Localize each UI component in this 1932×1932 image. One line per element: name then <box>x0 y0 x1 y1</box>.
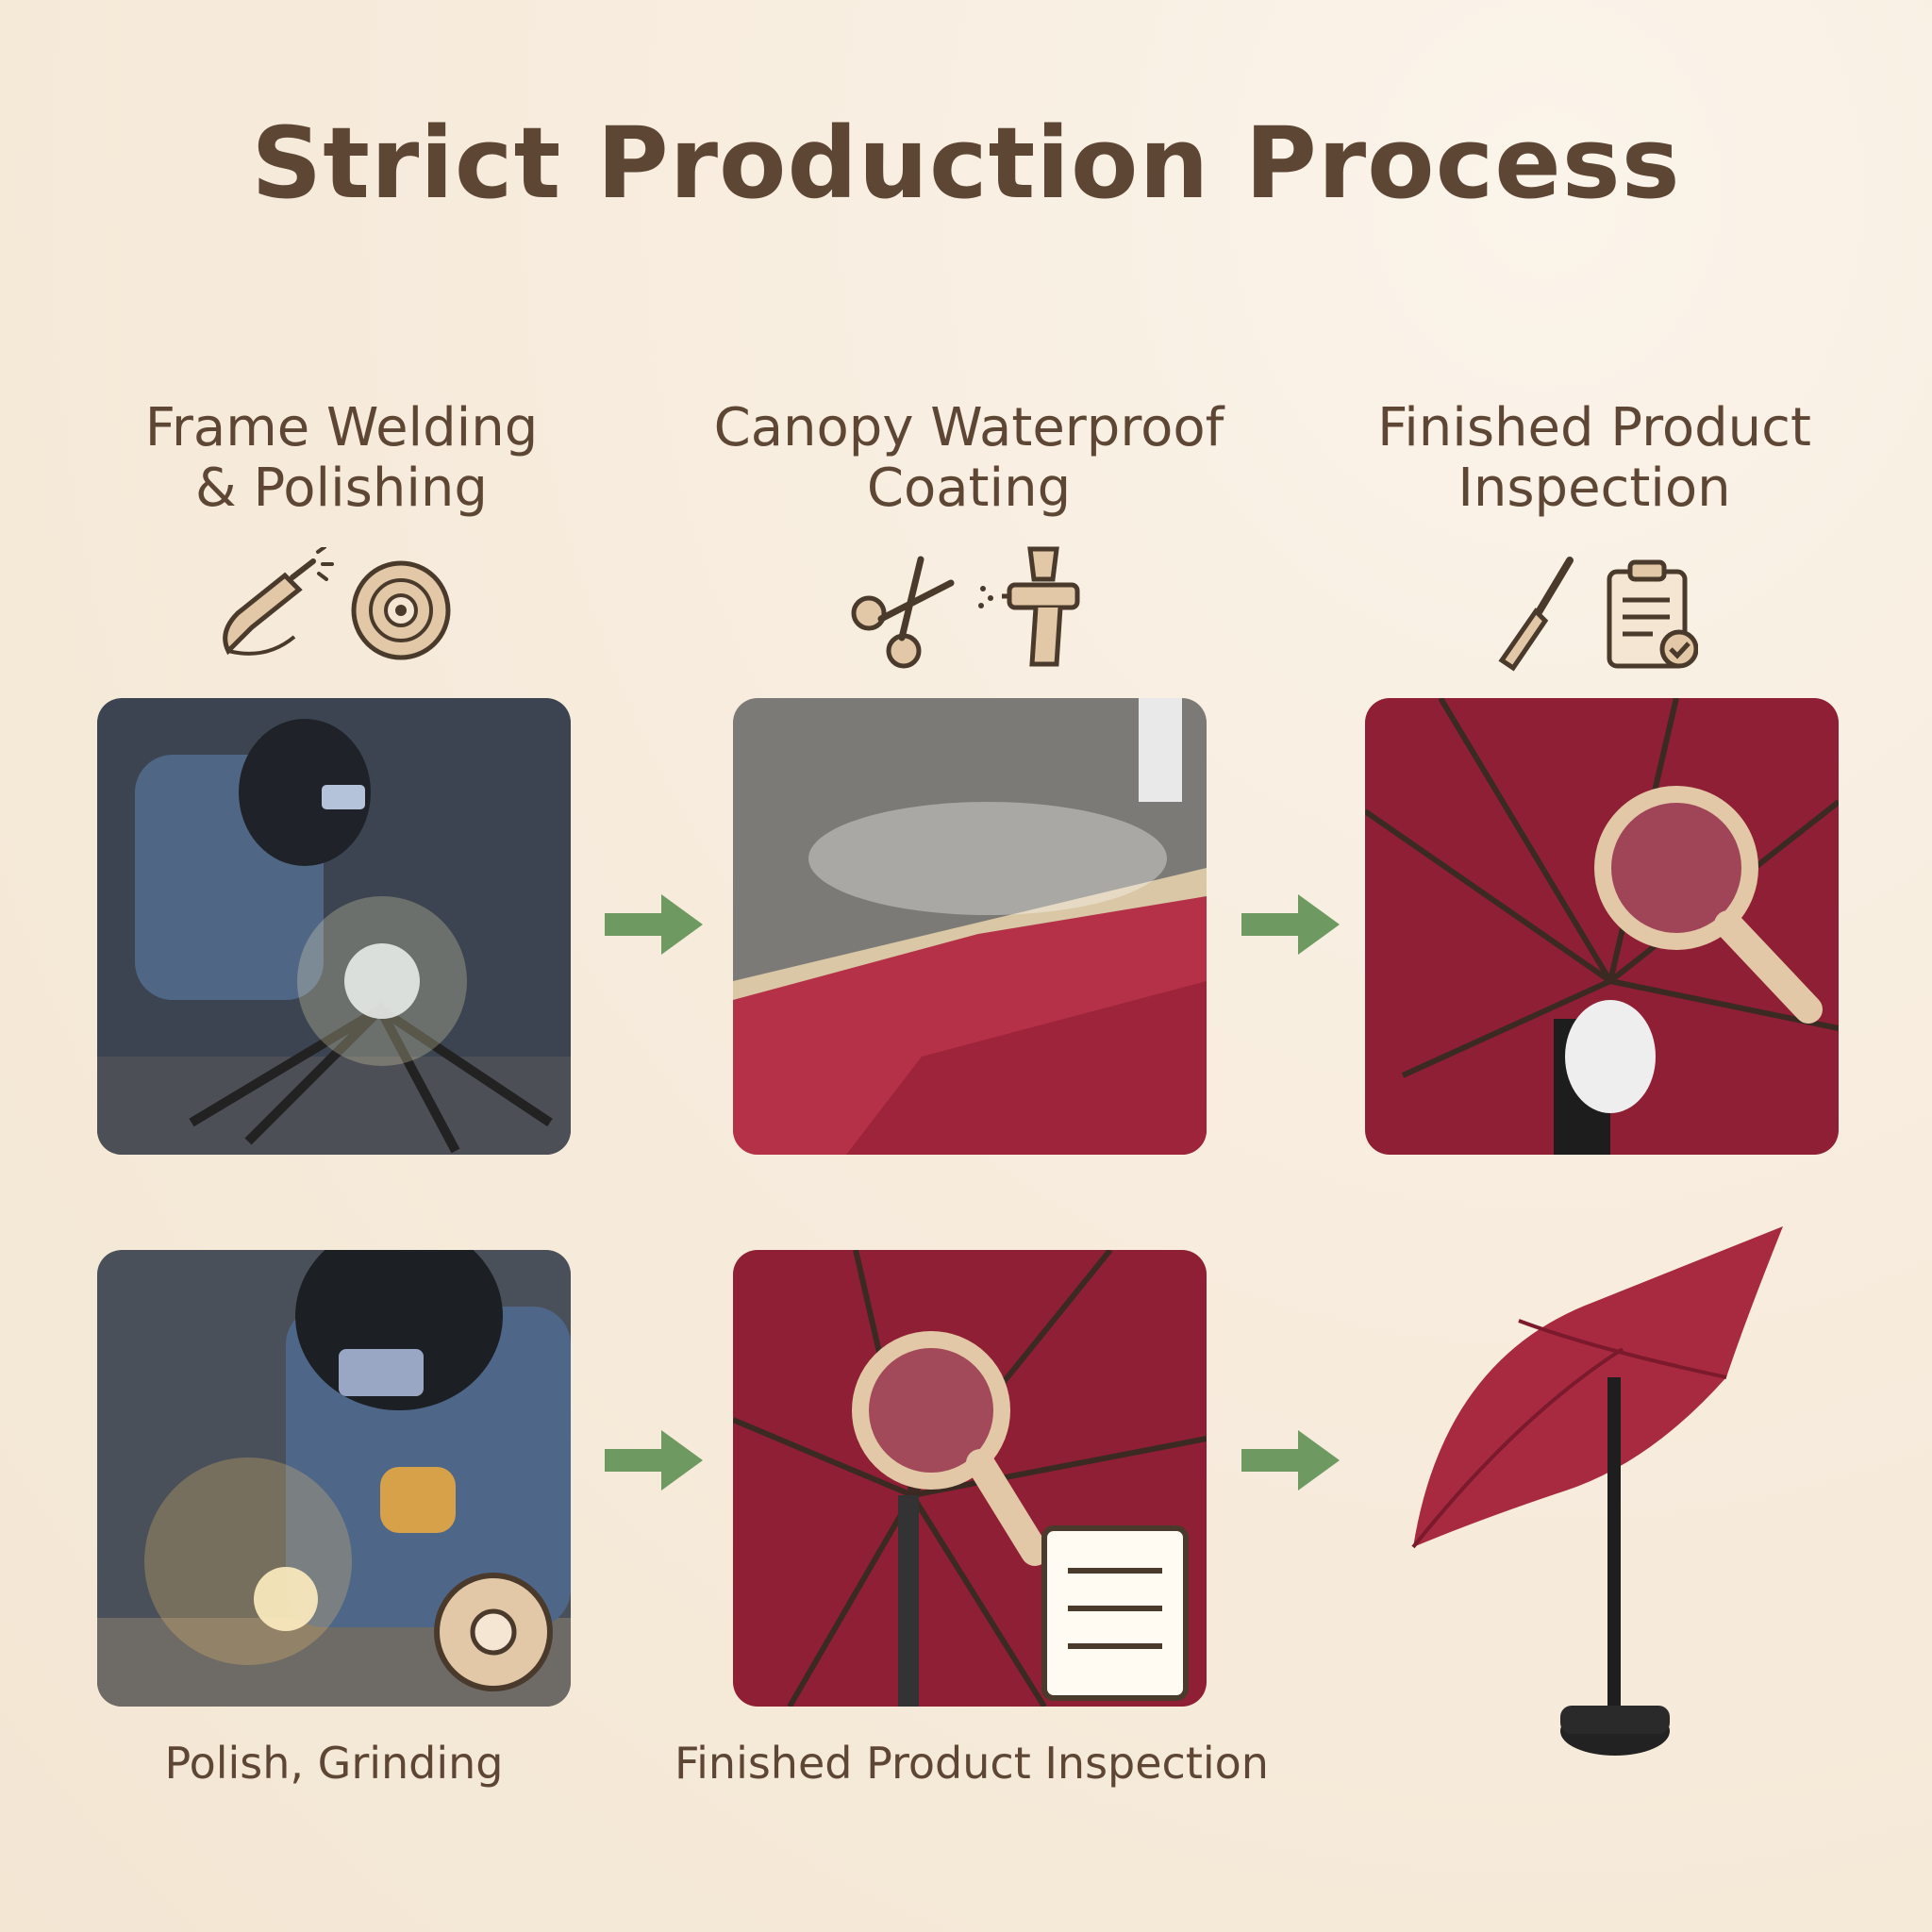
caption-final-inspection: Finished Product Inspection <box>675 1738 1269 1789</box>
photo-canopy-coating <box>733 698 1207 1155</box>
checklist-clipboard-icon <box>1607 559 1698 669</box>
caption-polish-grinding: Polish, Grinding <box>164 1738 504 1789</box>
scissors-icon <box>851 556 955 669</box>
heading-line-1: Frame Welding <box>144 397 539 458</box>
column-heading-inspection: Finished Product Inspection <box>1302 398 1887 519</box>
photo-final-inspection <box>733 1250 1207 1707</box>
welding-torch-icon <box>223 547 334 656</box>
arrow-right-icon <box>605 1430 703 1491</box>
heading-line-2: Inspection <box>1457 458 1731 519</box>
heading-line-1: Canopy Waterproof <box>713 397 1224 458</box>
spray-gun-icon <box>978 546 1080 667</box>
photo-finished-inspection <box>1365 698 1839 1155</box>
screwdriver-icon <box>1498 557 1574 672</box>
column-heading-frame-welding: Frame Welding & Polishing <box>49 398 634 519</box>
photo-polish-grinding <box>97 1250 571 1707</box>
arrow-right-icon <box>605 894 703 955</box>
patio-umbrella-product <box>1411 1226 1783 1756</box>
arrow-right-icon <box>1241 894 1340 955</box>
heading-line-1: Finished Product <box>1377 397 1811 458</box>
heading-line-2: Coating <box>866 458 1072 519</box>
page-title: Strict Production Process <box>251 106 1681 221</box>
arrow-right-icon <box>1241 1430 1340 1491</box>
column-heading-canopy-coating: Canopy Waterproof Coating <box>676 398 1261 519</box>
photo-frame-welding <box>97 698 571 1155</box>
heading-line-2: & Polishing <box>195 458 488 519</box>
grinding-disc-icon <box>351 560 451 660</box>
